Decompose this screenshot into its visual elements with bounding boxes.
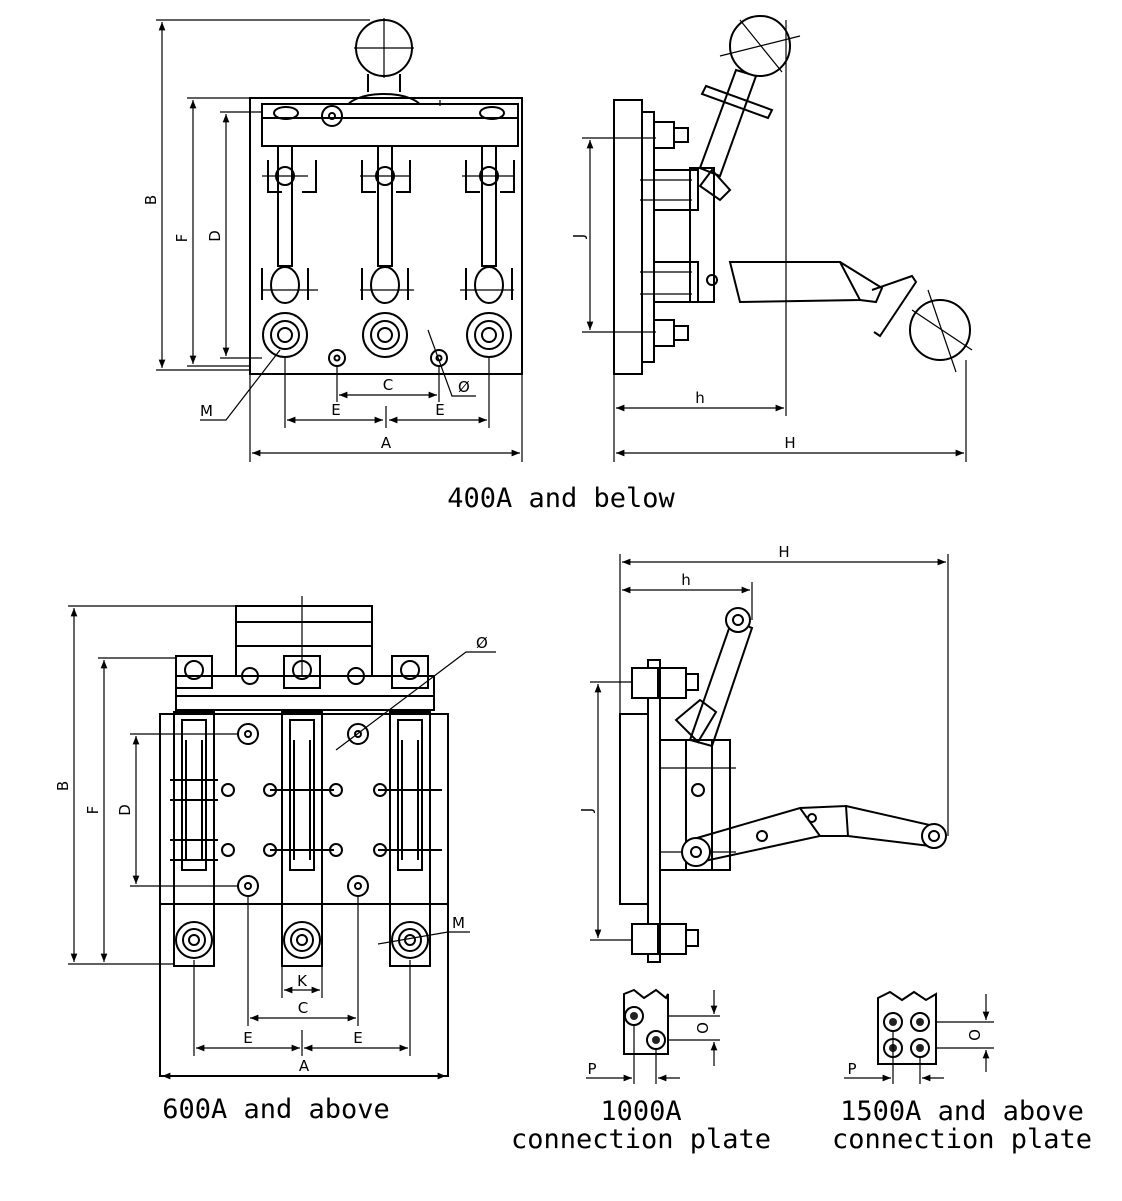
pole-600a-2 — [270, 711, 334, 967]
dim-label-f: F — [173, 234, 191, 243]
dim-label-j-top: J — [570, 234, 588, 239]
dim-label-p-1500a: P — [847, 1060, 856, 1078]
dim-label-b: B — [142, 195, 160, 205]
dim-label-a: A — [381, 434, 392, 452]
dim-label-f-600a: F — [84, 806, 102, 815]
caption-1500a-connection-plate: connection plate — [832, 1124, 1092, 1155]
dim-label-h-large-top: H — [784, 434, 795, 452]
front-view-600a: B F D K C E E A Ø M — [54, 596, 496, 1080]
dim-label-h-small-bottom: h — [681, 571, 691, 589]
pole-3 — [460, 145, 515, 358]
dim-label-m-600a: M — [452, 914, 465, 932]
dim-label-h-small-top: h — [695, 389, 705, 407]
caption-600a-and-above: 600A and above — [162, 1094, 390, 1125]
dim-label-e-600a-left: E — [243, 1029, 252, 1047]
caption-400a-and-below: 400A and below — [447, 483, 675, 514]
dim-label-e-left: E — [331, 401, 340, 419]
dim-label-j-bottom: J — [578, 808, 596, 813]
dim-label-d-600a: D — [116, 804, 134, 816]
caption-1000a: 1000A — [600, 1096, 681, 1127]
dim-label-d: D — [206, 230, 224, 242]
dim-label-p-1000a: P — [587, 1060, 596, 1078]
dim-label-e-600a-right: E — [353, 1029, 362, 1047]
connection-plate-1500a: O P — [844, 990, 994, 1084]
dim-label-phi-600a: Ø — [476, 634, 488, 652]
connection-plate-1000a: O P — [586, 988, 720, 1084]
dim-label-h-large-bottom: H — [778, 543, 789, 561]
side-view-600a: H h J — [578, 543, 949, 963]
dim-label-phi: Ø — [458, 378, 470, 396]
dim-label-m: M — [200, 402, 213, 420]
pole-1 — [261, 145, 318, 358]
pole-2 — [360, 145, 414, 358]
dim-label-o-1500a: O — [966, 1029, 984, 1041]
side-view-400a: J h H — [570, 15, 973, 462]
dim-label-c-600a: C — [298, 999, 308, 1017]
dim-label-a-600a: A — [299, 1057, 310, 1075]
pole-600a-3 — [378, 711, 442, 967]
caption-1000a-connection-plate: connection plate — [511, 1124, 771, 1155]
dim-label-b-600a: B — [54, 781, 72, 791]
dim-label-k: K — [297, 972, 308, 990]
caption-1500a-and-above: 1500A and above — [840, 1096, 1084, 1127]
front-view-400a: B F D C E E A M Ø — [142, 18, 523, 462]
dim-label-e-right: E — [435, 401, 444, 419]
pole-600a-1 — [170, 711, 218, 967]
dim-label-o-1000a: O — [694, 1022, 712, 1034]
dim-label-c: C — [383, 376, 393, 394]
